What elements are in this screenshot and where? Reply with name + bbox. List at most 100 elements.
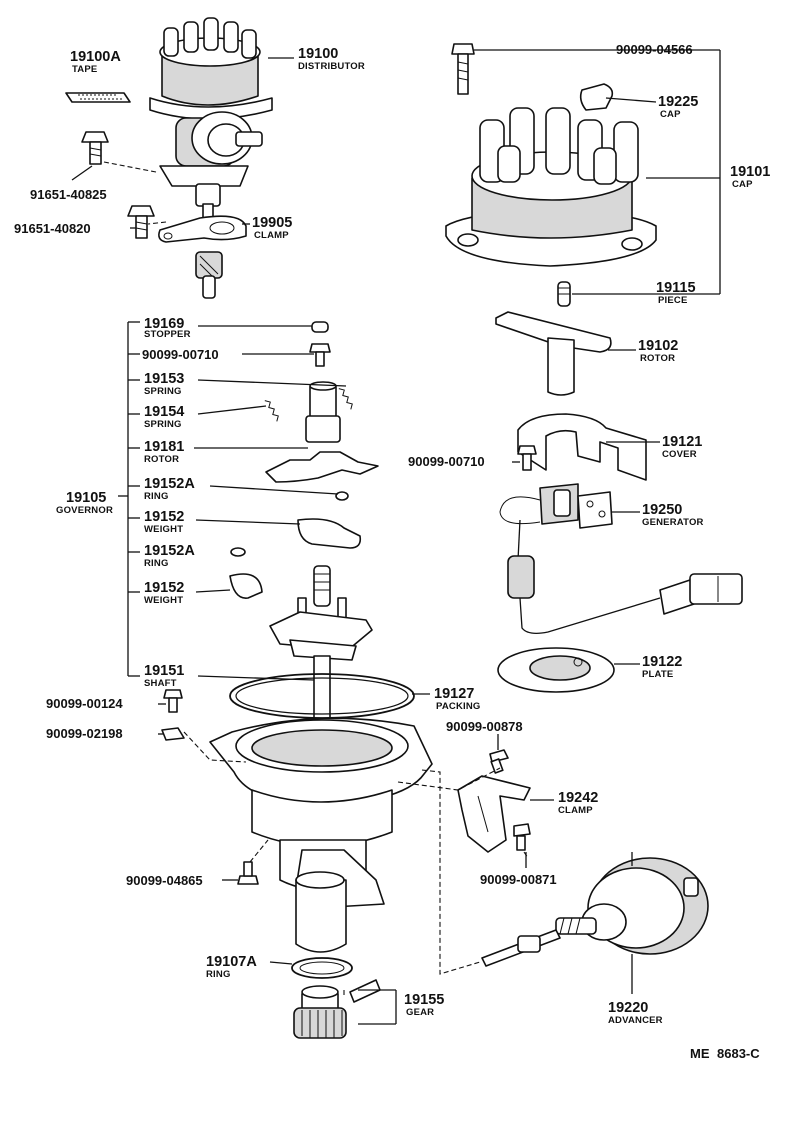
label-19155: 19155 GEAR <box>404 992 444 1018</box>
part-name: PACKING <box>436 701 481 712</box>
label-91651-40820: 91651-40820 <box>14 221 91 236</box>
distributor-assembly-part <box>149 17 273 299</box>
plate-90099-02198-part <box>161 727 185 741</box>
part-name: WEIGHT <box>144 595 183 606</box>
label-19152A-2: 19152A RING <box>144 543 195 569</box>
dashed-assembly-lines <box>103 161 529 996</box>
cover-19121-part <box>517 413 647 481</box>
part-name: ROTOR <box>144 454 179 465</box>
part-name: GEAR <box>406 1007 434 1018</box>
part-number: 90099-04865 <box>126 873 203 888</box>
part-name: RING <box>144 558 169 569</box>
advancer-19220-part <box>481 852 709 967</box>
weight-19152-2-part <box>229 573 263 599</box>
label-19242: 19242 CLAMP <box>558 790 598 816</box>
drawing-code: ME 8683-C <box>690 1046 760 1061</box>
part-number: 90099-00878 <box>446 719 523 734</box>
part-name: CAP <box>660 109 681 120</box>
label-90099-00124: 90099-00124 <box>46 696 123 711</box>
part-number: 19151 <box>144 663 184 679</box>
part-number: 19154 <box>144 404 184 420</box>
part-number: 19122 <box>642 654 682 670</box>
label-19105: 19105 GOVERNOR <box>56 490 113 516</box>
part-name: CAP <box>732 179 753 190</box>
bolt-91651-40825-part <box>81 131 109 165</box>
gear-19155-part <box>293 979 381 1039</box>
label-19154: 19154 SPRING <box>144 404 184 430</box>
screw-90099-00878-part <box>489 749 509 774</box>
spring-19153-part <box>338 388 353 410</box>
spring-19154-part <box>264 400 279 422</box>
label-19151: 19151 SHAFT <box>144 663 184 689</box>
label-90099-00710-right: 90099-00710 <box>408 454 485 469</box>
part-name: CLAMP <box>558 805 593 816</box>
drawing-code-prefix: ME <box>690 1046 710 1061</box>
part-number: 19220 <box>608 1000 648 1016</box>
part-number: 90099-00124 <box>46 696 123 711</box>
label-90099-00710-left: 90099-00710 <box>142 347 219 362</box>
part-number: 19107A <box>206 954 257 970</box>
part-number: 19905 <box>252 215 292 231</box>
clamp-19242-part <box>457 775 531 853</box>
part-number: 19153 <box>144 371 184 387</box>
part-number: 19100 <box>298 46 338 62</box>
ring-19152A-2-part <box>230 547 246 557</box>
part-number: 19225 <box>658 94 698 110</box>
part-number: 90099-04566 <box>616 42 693 57</box>
label-19100A: 19100A TAPE <box>70 49 121 75</box>
part-number: 90099-00710 <box>408 454 485 469</box>
label-90099-00871: 90099-00871 <box>480 872 557 887</box>
part-number: 91651-40825 <box>30 187 107 202</box>
cap-19101-part <box>445 107 657 267</box>
clamp-19905-part <box>158 215 247 243</box>
tape-19100A-part <box>65 92 131 103</box>
screw-90099-00871-part <box>513 823 531 851</box>
part-name: SPRING <box>144 386 182 397</box>
part-number: 19100A <box>70 49 121 65</box>
part-name: WEIGHT <box>144 524 183 535</box>
label-19121: 19121 COVER <box>662 434 702 460</box>
label-19100: 19100 DISTRIBUTOR <box>298 46 365 72</box>
label-19127: 19127 PACKING <box>434 686 481 712</box>
part-number: 19102 <box>638 338 678 354</box>
part-name: GOVERNOR <box>56 505 113 516</box>
label-19181: 19181 ROTOR <box>144 439 184 465</box>
label-90099-02198: 90099-02198 <box>46 726 123 741</box>
weight-19152-1-part <box>297 518 362 549</box>
part-name: DISTRIBUTOR <box>298 61 365 72</box>
part-number: 19121 <box>662 434 702 450</box>
label-19152A-1: 19152A RING <box>144 476 195 502</box>
part-name: CLAMP <box>254 230 289 241</box>
part-name: GENERATOR <box>642 517 704 528</box>
drawing-code-number: 8683-C <box>717 1046 760 1061</box>
ring-19107A-part <box>291 957 353 979</box>
part-name: SPRING <box>144 419 182 430</box>
part-number: 90099-00710 <box>142 347 219 362</box>
screw-90099-04865-part <box>237 861 259 885</box>
part-name: ADVANCER <box>608 1015 663 1026</box>
label-19152-2: 19152 WEIGHT <box>144 580 184 606</box>
part-number: 19152A <box>144 543 195 559</box>
part-number: 19155 <box>404 992 444 1008</box>
part-number: 19127 <box>434 686 474 702</box>
part-name: STOPPER <box>144 329 191 340</box>
part-name: SHAFT <box>144 678 177 689</box>
label-19153: 19153 SPRING <box>144 371 184 397</box>
part-number: 19181 <box>144 439 184 455</box>
part-name: RING <box>144 491 169 502</box>
part-number: 19115 <box>656 280 696 296</box>
label-19220: 19220 ADVANCER <box>608 1000 663 1026</box>
rotor-19181-part <box>265 381 379 483</box>
label-19122: 19122 PLATE <box>642 654 682 680</box>
cap-19225-part <box>579 83 614 111</box>
label-19225: 19225 CAP <box>658 94 698 120</box>
part-number: 19101 <box>730 164 770 180</box>
part-name: TAPE <box>72 64 97 75</box>
part-number: 19242 <box>558 790 598 806</box>
rotor-19102-part <box>495 311 612 396</box>
housing-part <box>209 717 433 953</box>
part-number: 19152 <box>144 580 184 596</box>
label-19102: 19102 ROTOR <box>638 338 678 364</box>
part-name: RING <box>206 969 231 980</box>
part-name: PIECE <box>658 295 688 306</box>
